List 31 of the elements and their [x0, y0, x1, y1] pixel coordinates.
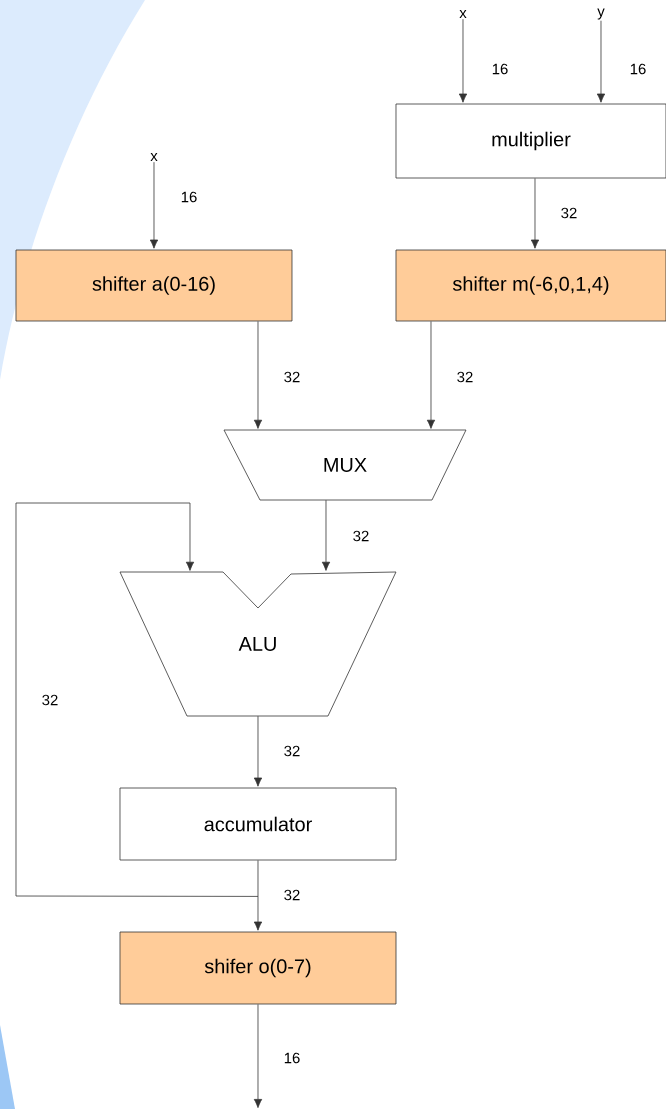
arrow — [253, 860, 263, 931]
arrow — [426, 321, 436, 429]
arrow — [15, 502, 259, 897]
process-box: shifer o(0-7) — [119, 931, 397, 1005]
edge-label: 32 — [282, 744, 302, 758]
edge-label: 16 — [490, 62, 510, 76]
edge-label: 32 — [559, 206, 579, 220]
edge-label: 32 — [282, 888, 302, 902]
edge-label: 16 — [282, 1051, 302, 1065]
mux-trapezoid: MUX — [223, 429, 467, 501]
process-box: shifter a(0-16) — [15, 249, 293, 322]
process-box: accumulator — [119, 787, 397, 861]
edge-label: 32 — [282, 370, 302, 384]
arrow — [253, 1004, 263, 1108]
input-label: x — [459, 10, 467, 18]
edge-label: 32 — [40, 693, 60, 707]
process-box: multiplier — [395, 103, 666, 179]
process-box: shifter m(-6,0,1,4) — [395, 249, 666, 322]
edge-label: 16 — [179, 190, 199, 204]
arrow — [530, 178, 540, 249]
input-label: x — [150, 153, 158, 161]
edge-label: 32 — [455, 370, 475, 384]
edge-label: 32 — [351, 529, 371, 543]
arrow — [149, 161, 159, 249]
arrow — [253, 715, 263, 787]
input-label: y — [597, 8, 605, 20]
arrow — [458, 18, 468, 103]
arrow — [596, 20, 606, 103]
arrow — [253, 321, 263, 429]
arrow — [321, 499, 331, 571]
edge-label: 16 — [628, 62, 648, 76]
